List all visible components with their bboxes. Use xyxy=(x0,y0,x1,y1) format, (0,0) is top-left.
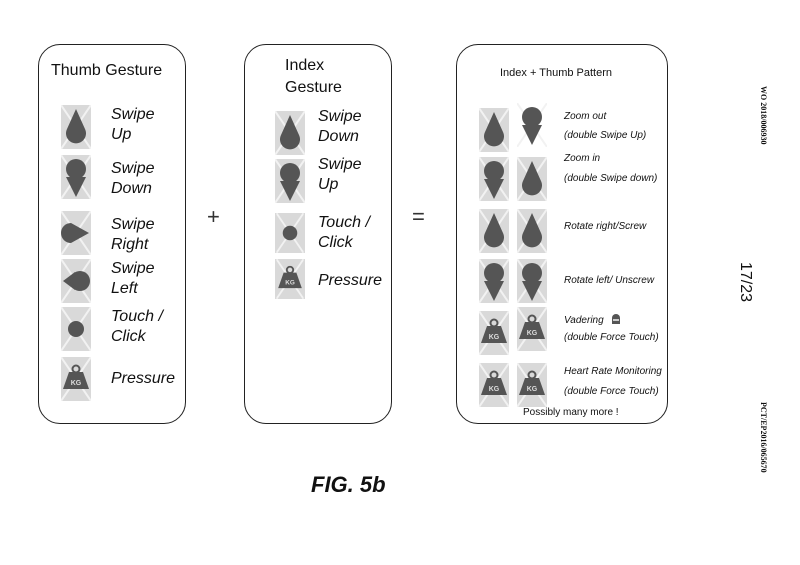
swipe-down-icon xyxy=(61,155,91,199)
swipe-up-icon xyxy=(275,159,305,203)
swipe-right-icon xyxy=(61,211,91,255)
index-swipe-up-icon xyxy=(517,209,547,253)
vader-helmet-icon xyxy=(610,313,622,328)
pattern-rotate-left-label: Rotate left/ Unscrew xyxy=(564,275,655,286)
index-pressure-icon xyxy=(517,363,547,407)
pattern-panel-title: Index + Thumb Pattern xyxy=(500,67,613,79)
pattern-rotate-right-label: Rotate right/Screw xyxy=(564,221,647,232)
plus-operator: + xyxy=(207,204,220,229)
publication-number: WO 2018/006930 xyxy=(759,86,768,145)
thumb-label-touch-click: Touch /Click xyxy=(111,308,163,345)
pattern-zoom-out-sub: (double Swipe Up) xyxy=(564,130,647,141)
swipe-down-icon xyxy=(275,111,305,155)
thumb-pressure-icon xyxy=(479,311,509,355)
touch-click-icon xyxy=(275,213,305,253)
index-label-pressure: Pressure xyxy=(318,272,383,289)
application-number: PCT/EP2016/065670 xyxy=(759,402,768,473)
index-swipe-up-icon xyxy=(517,157,547,201)
pressure-weight-icon xyxy=(61,357,91,401)
thumb-swipe-up-icon xyxy=(479,209,509,253)
pattern-zoom-in-label: Zoom in xyxy=(564,153,601,164)
pattern-vadering-label: Vadering xyxy=(564,313,622,328)
swipe-left-icon xyxy=(61,259,91,303)
pattern-footer: Possibly many more ! xyxy=(523,407,619,418)
thumb-swipe-down-icon xyxy=(479,157,509,201)
thumb-label-pressure: Pressure xyxy=(111,370,176,387)
thumb-pressure-icon xyxy=(479,363,509,407)
touch-click-icon xyxy=(61,307,91,351)
index-thumb-pattern-panel: Index + Thumb Pattern Zoom out (double S… xyxy=(456,44,668,424)
pattern-heart-rate-sub: (double Force Touch) xyxy=(564,386,659,397)
index-swipe-down-icon xyxy=(517,103,547,147)
thumb-panel-title: Thumb Gesture xyxy=(51,62,163,79)
page-number: 17/23 xyxy=(737,262,754,303)
pattern-vadering-sub: (double Force Touch) xyxy=(564,332,659,343)
index-label-touch-click: Touch /Click xyxy=(318,214,370,251)
equals-operator: = xyxy=(412,204,425,229)
figure-caption: FIG. 5b xyxy=(311,472,386,497)
thumb-swipe-down-icon xyxy=(479,259,509,303)
index-pressure-icon xyxy=(517,307,547,351)
swipe-up-icon xyxy=(61,105,91,149)
pattern-zoom-in-sub: (double Swipe down) xyxy=(564,173,658,184)
thumb-swipe-up-icon xyxy=(479,108,509,152)
index-swipe-down-icon xyxy=(517,259,547,303)
pressure-weight-icon xyxy=(275,259,305,299)
pattern-zoom-out-label: Zoom out xyxy=(564,111,607,122)
pattern-heart-rate-label: Heart Rate Monitoring xyxy=(564,366,662,377)
